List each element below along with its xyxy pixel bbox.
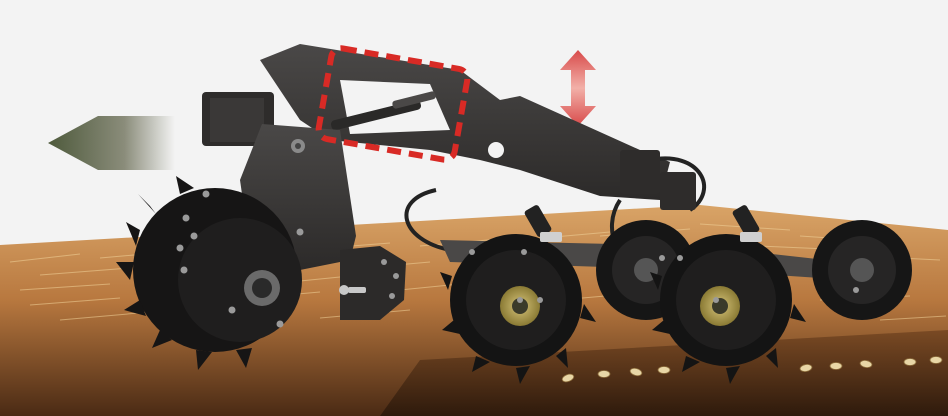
gauge-wheel	[812, 220, 912, 320]
